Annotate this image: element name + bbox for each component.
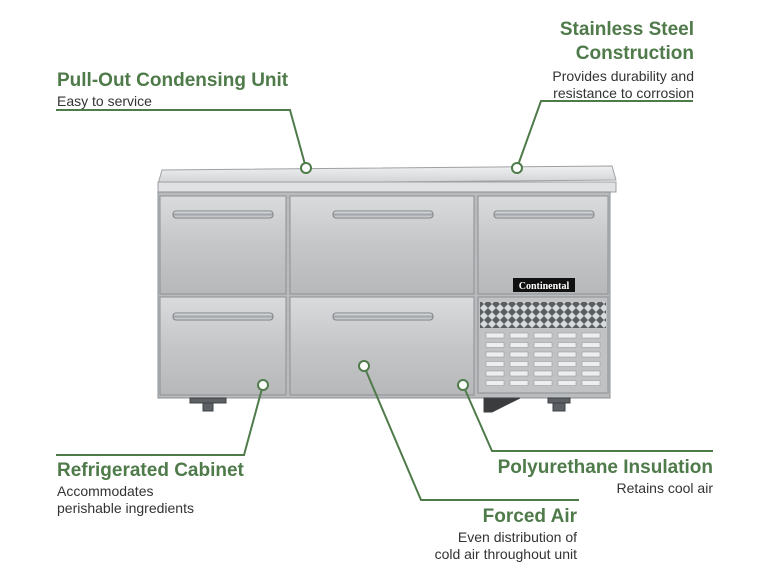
callout-title-line-2: Construction [575, 43, 694, 64]
leader-condensing [56, 109, 307, 169]
callout-forced-air: Forced Air Even distribution of cold air… [435, 505, 577, 563]
marker-insulation [457, 379, 469, 391]
vent-louver [509, 370, 529, 377]
vent-louver [557, 332, 577, 339]
vent-louver [581, 351, 601, 358]
leader-lines [56, 100, 713, 501]
callout-desc-line-1: Accommodates [57, 483, 154, 499]
vent-louver [557, 342, 577, 348]
callout-desc-line-2: perishable ingredients [57, 500, 194, 516]
callout-title-line-1: Stainless Steel [559, 19, 694, 40]
callout-desc-line-1: Provides durability and [552, 68, 694, 84]
callout-title: Polyurethane Insulation [497, 457, 713, 478]
vent-louver [533, 342, 553, 348]
marker-forced-air [358, 360, 370, 372]
brand-logo: Continental [513, 278, 575, 292]
vent-louver [485, 342, 505, 348]
vent-louver [533, 332, 553, 339]
callout-stainless-steel: Stainless Steel Construction Provides du… [552, 18, 694, 102]
vent-louver [533, 361, 553, 367]
vent-louver [509, 361, 529, 367]
vent-louver [509, 351, 529, 358]
drawer-top-right [477, 195, 609, 295]
vent-louver [509, 380, 529, 386]
vent-louver [485, 380, 505, 386]
callout-desc-line-1: Even distribution of [457, 529, 577, 545]
drawer-bottom-left [159, 296, 287, 396]
callout-title: Forced Air [482, 506, 577, 527]
marker-cabinet [257, 379, 269, 391]
vent-louver [581, 380, 601, 386]
callout-desc: Easy to service [57, 93, 152, 109]
callout-refrigerated-cabinet: Refrigerated Cabinet Accommodates perish… [57, 459, 244, 517]
callout-desc: Retains cool air [616, 480, 714, 496]
vent-louver [557, 361, 577, 367]
vent-louver [557, 380, 577, 386]
drawer-bottom-middle [289, 296, 475, 396]
vent-louver [533, 380, 553, 386]
vent-louver [581, 332, 601, 339]
vent-louver [557, 370, 577, 377]
callout-title: Refrigerated Cabinet [57, 460, 244, 481]
marker-steel [511, 162, 523, 174]
leader-forced-air [363, 365, 579, 501]
vent-louver [533, 351, 553, 358]
vent-louver [581, 370, 601, 377]
caster-feet [189, 397, 571, 413]
vent-louver [533, 370, 553, 377]
vent-louver [485, 351, 505, 358]
vent-louver [485, 332, 505, 339]
callout-title: Pull-Out Condensing Unit [57, 70, 289, 91]
vent-louver [581, 342, 601, 348]
leader-cabinet [56, 384, 264, 456]
vent-louver [509, 332, 529, 339]
leader-steel [516, 100, 693, 169]
vent-louver [557, 351, 577, 358]
vent-louver [509, 342, 529, 348]
drawer-top-left [159, 195, 287, 295]
callout-condensing-unit: Pull-Out Condensing Unit Easy to service [57, 69, 288, 110]
vent-louver [581, 361, 601, 367]
callout-desc-line-2: cold air throughout unit [434, 546, 577, 562]
callout-desc-line-2: resistance to corrosion [553, 85, 694, 101]
drawer-top-middle [289, 195, 475, 295]
leader-insulation [462, 384, 713, 452]
countertop [157, 165, 617, 193]
condensing-unit-vent [477, 296, 609, 394]
svg-text:Continental: Continental [519, 281, 570, 292]
vent-louver [485, 370, 505, 377]
vent-louver [485, 361, 505, 367]
callout-markers [257, 162, 523, 391]
marker-condensing [300, 162, 312, 174]
callout-polyurethane-insulation: Polyurethane Insulation Retains cool air [498, 456, 713, 497]
